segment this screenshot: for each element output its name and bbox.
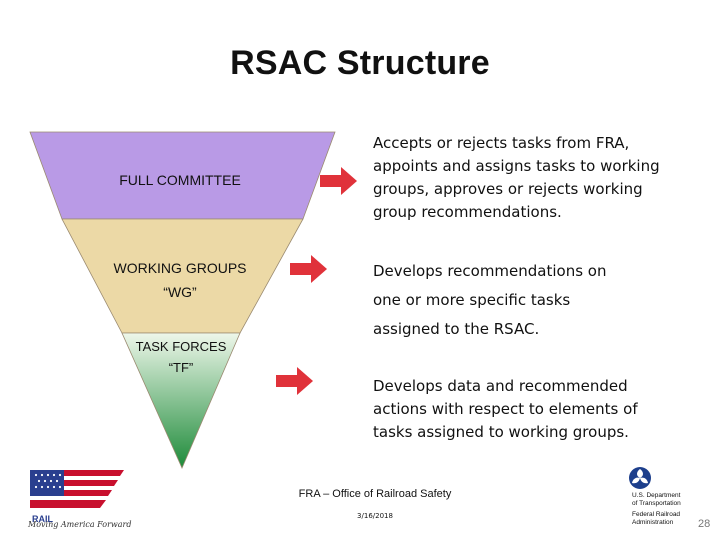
dot-fra-wordmark: U.S. Department of Transportation Federa… bbox=[632, 492, 681, 526]
tier-label-full-committee-text: FULL COMMITTEE bbox=[119, 172, 241, 188]
tier-label-full-committee: FULL COMMITTEE bbox=[80, 168, 280, 192]
fra-rail-logo: RAIL bbox=[30, 470, 124, 524]
tier-label-working-groups-text: WORKING GROUPS bbox=[113, 260, 247, 276]
tier-label-working-groups-abbr: “WG” bbox=[163, 284, 197, 300]
description-full-committee: Accepts or rejects tasks from FRA, appoi… bbox=[373, 134, 660, 221]
slide-title: RSAC Structure bbox=[230, 44, 490, 82]
fra-tagline: Moving America Forward bbox=[28, 520, 132, 529]
dot-line-2: of Transportation bbox=[632, 499, 681, 507]
dot-triskelion-icon bbox=[629, 467, 651, 489]
arrow-working-groups bbox=[290, 255, 327, 283]
footer-date: 3/16/2018 bbox=[357, 512, 393, 520]
footer-office: FRA – Office of Railroad Safety bbox=[298, 488, 452, 500]
page-number: 28 bbox=[698, 518, 711, 530]
rail-logo-text: RAIL bbox=[32, 514, 53, 524]
tier-label-task-forces-text: TASK FORCES bbox=[135, 339, 227, 354]
arrow-full-committee bbox=[320, 167, 357, 195]
description-task-forces: Develops data and recommended actions wi… bbox=[373, 377, 638, 441]
tier-task-forces bbox=[121, 332, 241, 469]
description-working-groups: Develops recommendations on one or more … bbox=[373, 262, 607, 338]
tier-label-task-forces: TASK FORCES “TF” bbox=[100, 336, 262, 378]
tier-label-working-groups: WORKING GROUPS “WG” bbox=[80, 256, 280, 304]
arrow-task-forces bbox=[276, 367, 313, 395]
dot-line-4: Administration bbox=[632, 518, 674, 526]
dot-line-3: Federal Railroad bbox=[632, 511, 681, 518]
tier-label-task-forces-abbr: “TF” bbox=[168, 360, 194, 375]
dot-line-1: U.S. Department bbox=[632, 492, 681, 499]
